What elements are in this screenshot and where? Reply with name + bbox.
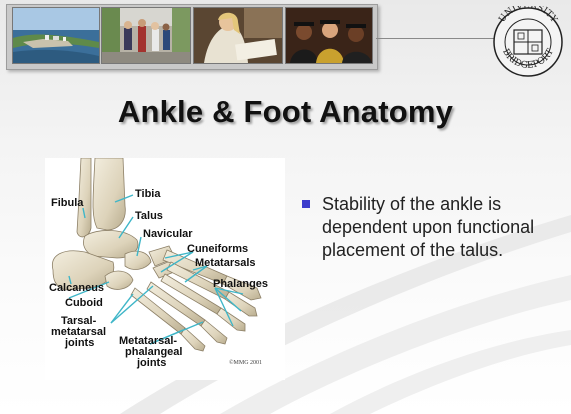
students-walking-photo <box>101 7 191 64</box>
bullet-item: Stability of the ankle is dependent upon… <box>300 193 550 262</box>
coastline-photo <box>12 7 100 64</box>
label-metatarsal-phalangeal-3: joints <box>137 358 166 369</box>
label-talus: Talus <box>135 211 163 222</box>
header-rule <box>376 38 494 39</box>
university-seal-logo: UNIVERSITY BRIDGEPORT <box>492 6 564 78</box>
label-navicular: Navicular <box>143 229 193 240</box>
label-calcaneus: Calcaneus <box>49 283 104 294</box>
bullet-list: Stability of the ankle is dependent upon… <box>300 193 550 262</box>
student-reading-photo <box>193 7 283 64</box>
label-phalanges: Phalanges <box>213 279 268 290</box>
label-tarsal-metatarsal-3: joints <box>65 338 94 349</box>
bullet-text: Stability of the ankle is dependent upon… <box>322 193 537 262</box>
label-fibula: Fibula <box>51 198 83 209</box>
header-banner: UNIVERSITY BRIDGEPORT <box>0 0 571 74</box>
graduates-photo <box>285 7 373 64</box>
slide-title: Ankle & Foot Anatomy <box>0 94 571 130</box>
label-metatarsals: Metatarsals <box>195 258 256 269</box>
label-cuneiforms: Cuneiforms <box>187 244 248 255</box>
square-bullet-icon <box>302 200 310 208</box>
label-cuboid: Cuboid <box>65 298 103 309</box>
foot-anatomy-figure: Fibula Tibia Talus Navicular Cuneiforms … <box>45 158 285 380</box>
label-tibia: Tibia <box>135 189 160 200</box>
figure-copyright: ©MMG 2001 <box>229 360 262 366</box>
